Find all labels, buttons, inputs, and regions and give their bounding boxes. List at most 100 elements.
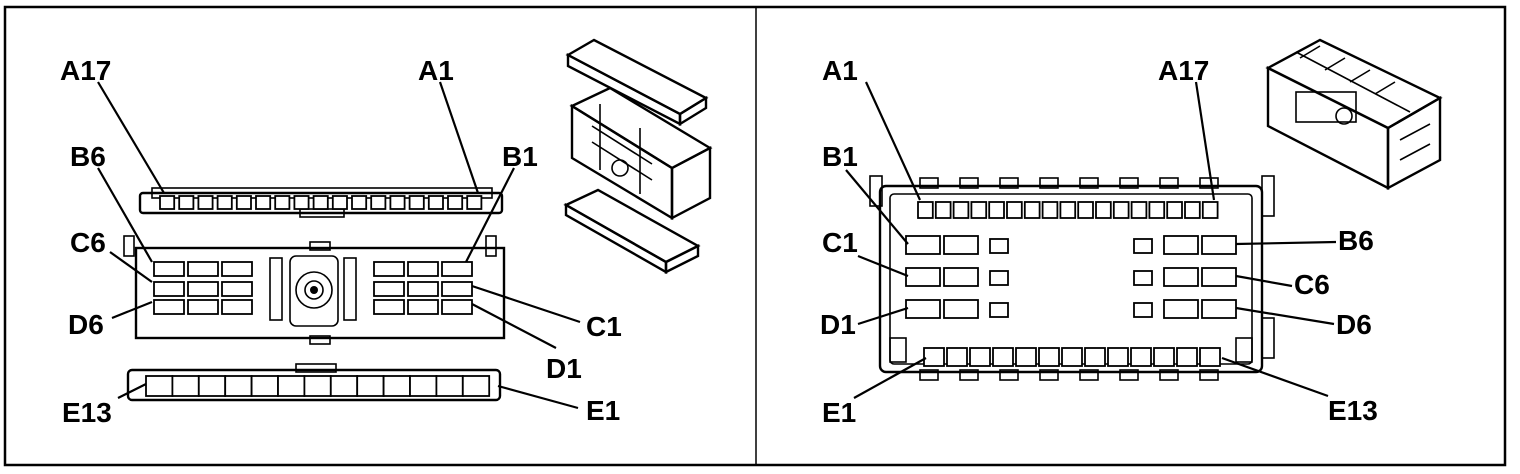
pin-cavity bbox=[1184, 201, 1201, 219]
pin-cavity bbox=[187, 281, 219, 297]
housing-tab bbox=[1119, 177, 1139, 189]
left-main-housing bbox=[123, 235, 506, 345]
pin-cavity bbox=[351, 195, 368, 210]
label-b1: B1 bbox=[502, 141, 538, 172]
pin-cavity bbox=[153, 261, 185, 277]
pin-cavity bbox=[1061, 347, 1083, 367]
pin-cavity bbox=[197, 375, 227, 397]
pin-cavity bbox=[293, 195, 310, 210]
pin-cavity bbox=[197, 195, 214, 210]
pin-cavity bbox=[407, 261, 439, 277]
pin-cavity bbox=[435, 375, 464, 397]
pin-cavity bbox=[407, 299, 439, 315]
housing-tab bbox=[1119, 369, 1139, 381]
label-e13: E13 bbox=[1328, 395, 1378, 426]
pin-cavity bbox=[221, 261, 253, 277]
left-e-row-strip bbox=[126, 363, 502, 402]
pin-cavity bbox=[441, 261, 473, 277]
pin-cavity bbox=[1077, 201, 1094, 219]
pin-cavity bbox=[989, 238, 1009, 254]
pin-cavity bbox=[992, 347, 1014, 367]
pin-cavity bbox=[1166, 201, 1183, 219]
pin-cavity bbox=[255, 195, 272, 210]
pin-cavity bbox=[312, 195, 329, 210]
pin-cavity bbox=[1163, 299, 1199, 319]
label-c1: C1 bbox=[822, 227, 858, 258]
housing-tab bbox=[1199, 177, 1219, 189]
pin-cavity bbox=[905, 299, 941, 319]
pin-cavity bbox=[382, 375, 411, 397]
pin-cavity bbox=[370, 195, 387, 210]
left-panel: A17 A1 B6 B1 C6 C1 D6 D1 E13 E1 bbox=[60, 38, 713, 428]
housing-tab bbox=[1079, 177, 1099, 189]
housing-tab bbox=[919, 369, 939, 381]
label-d6: D6 bbox=[1336, 309, 1372, 340]
label-b6: B6 bbox=[1338, 225, 1374, 256]
pin-cavity bbox=[970, 201, 988, 219]
pin-cavity bbox=[1112, 201, 1130, 219]
pin-cavity bbox=[1201, 235, 1237, 255]
left-a-row-strip bbox=[138, 187, 504, 218]
label-d1: D1 bbox=[546, 353, 582, 384]
pin-cavity bbox=[409, 375, 438, 397]
pin-cavity bbox=[407, 281, 439, 297]
pin-cavity bbox=[277, 375, 306, 397]
pin-cavity bbox=[1015, 347, 1037, 367]
right-leader-lines bbox=[845, 81, 1337, 399]
pin-cavity bbox=[988, 201, 1005, 219]
label-b1: B1 bbox=[822, 141, 858, 172]
pin-cavity bbox=[441, 281, 473, 297]
pin-cavity bbox=[1133, 270, 1153, 286]
pin-cavity bbox=[969, 347, 991, 367]
right-housing bbox=[869, 175, 1275, 381]
pin-cavity bbox=[1006, 201, 1023, 219]
label-c1: C1 bbox=[586, 311, 622, 342]
label-c6: C6 bbox=[1294, 269, 1330, 300]
pin-cavity bbox=[221, 281, 253, 297]
pin-cavity bbox=[221, 299, 253, 315]
pin-cavity bbox=[389, 195, 406, 210]
pin-cavity bbox=[153, 281, 185, 297]
label-e13: E13 bbox=[62, 397, 112, 428]
pin-cavity bbox=[373, 261, 405, 277]
pin-cavity bbox=[250, 375, 279, 397]
pin-cavity bbox=[224, 375, 253, 397]
pin-cavity bbox=[1176, 347, 1198, 367]
housing-tab bbox=[959, 177, 979, 189]
pin-cavity bbox=[1038, 347, 1060, 367]
pin-cavity bbox=[216, 195, 233, 210]
label-d6: D6 bbox=[68, 309, 104, 340]
pin-cavity bbox=[427, 195, 444, 210]
pin-cavity bbox=[331, 195, 348, 210]
pin-cavity bbox=[1163, 267, 1199, 287]
pin-cavity bbox=[171, 375, 200, 397]
housing-tab bbox=[959, 369, 979, 381]
pin-cavity bbox=[373, 281, 405, 297]
pin-cavity bbox=[1130, 347, 1152, 367]
pin-cavity bbox=[923, 347, 945, 367]
housing-tab bbox=[1199, 369, 1219, 381]
pin-cavity bbox=[934, 201, 952, 219]
right-panel: A1 A17 B1 B6 C1 C6 D1 D6 E1 E13 bbox=[820, 38, 1443, 428]
pin-cavity bbox=[356, 375, 385, 397]
pin-cavity bbox=[1148, 201, 1166, 219]
pin-cavity bbox=[905, 267, 941, 287]
pin-cavity bbox=[373, 299, 405, 315]
label-b6: B6 bbox=[70, 141, 106, 172]
pin-cavity bbox=[274, 195, 291, 210]
pin-cavity bbox=[1201, 267, 1237, 287]
pin-cavity bbox=[1095, 201, 1112, 219]
housing-tab bbox=[999, 369, 1019, 381]
pin-cavity bbox=[466, 195, 483, 210]
pin-cavity bbox=[461, 375, 491, 397]
pin-cavity bbox=[447, 195, 464, 210]
housing-tab bbox=[1039, 177, 1059, 189]
pin-cavity bbox=[943, 235, 979, 255]
pin-cavity bbox=[1133, 238, 1153, 254]
pin-cavity bbox=[1084, 347, 1106, 367]
pin-cavity bbox=[1199, 347, 1221, 367]
housing-tab bbox=[999, 177, 1019, 189]
pin-cavity bbox=[1153, 347, 1175, 367]
pin-cavity bbox=[1107, 347, 1129, 367]
